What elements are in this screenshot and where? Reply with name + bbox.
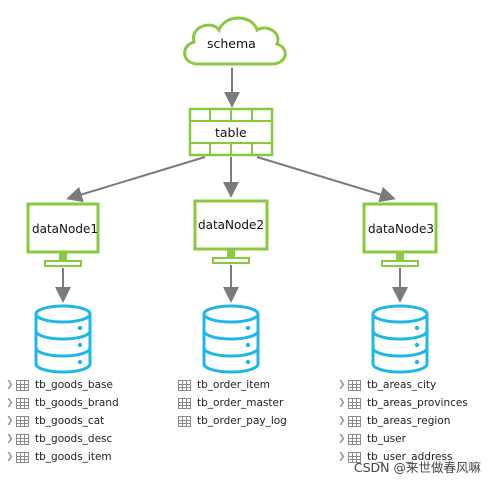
datanode2-label: dataNode2 <box>198 218 264 232</box>
table-icon <box>348 379 361 391</box>
datanode3-database-icon <box>371 304 429 374</box>
list-item[interactable]: ❯ tb_areas_city <box>338 376 468 394</box>
chevron-right-icon[interactable]: ❯ <box>6 380 14 390</box>
datanode3-label: dataNode3 <box>368 222 434 236</box>
table-icon <box>348 397 361 409</box>
table-icon <box>178 379 191 391</box>
list-item[interactable]: ❯ tb_areas_region <box>338 412 468 430</box>
list-item[interactable]: ❯ tb_areas_provinces <box>338 394 468 412</box>
table-icon <box>16 433 29 445</box>
table-name: tb_goods_desc <box>35 433 113 445</box>
datanode2-monitor-icon <box>193 199 269 264</box>
chevron-right-icon[interactable]: ❯ <box>6 398 14 408</box>
table-name: tb_goods_cat <box>35 415 105 427</box>
datanode1-database-icon <box>34 304 92 374</box>
chevron-right-icon[interactable]: ❯ <box>6 416 14 426</box>
datanode3-monitor-icon <box>362 202 438 267</box>
chevron-right-icon[interactable]: ❯ <box>338 380 346 390</box>
arrow-table-to-datanode3 <box>256 156 396 203</box>
datanode1-monitor-icon <box>26 202 100 267</box>
table-icon <box>178 415 191 427</box>
table-icon <box>348 451 361 463</box>
list-item[interactable]: tb_order_item <box>168 376 287 394</box>
table-name: tb_areas_provinces <box>367 397 468 409</box>
table-name: tb_order_pay_log <box>197 415 287 427</box>
datanode1-table-list: ❯ tb_goods_base ❯ tb_goods_brand ❯ tb_goods… <box>6 376 119 466</box>
table-icon <box>16 451 29 463</box>
chevron-right-icon[interactable]: ❯ <box>338 398 346 408</box>
table-icon <box>16 397 29 409</box>
list-item[interactable]: ❯ tb_goods_cat <box>6 412 119 430</box>
list-item[interactable]: ❯ tb_goods_item <box>6 448 119 466</box>
list-item[interactable]: ❯ tb_goods_brand <box>6 394 119 412</box>
table-icon <box>348 415 361 427</box>
chevron-right-icon[interactable]: ❯ <box>338 452 346 462</box>
list-item[interactable]: tb_order_master <box>168 394 287 412</box>
table-icon <box>178 397 191 409</box>
table-name: tb_goods_brand <box>35 397 119 409</box>
list-item[interactable]: ❯ tb_user <box>338 430 468 448</box>
table-name: tb_goods_item <box>35 451 112 463</box>
datanode3-table-list: ❯ tb_areas_city ❯ tb_areas_provinces ❯ tb_a… <box>338 376 468 466</box>
csdn-watermark: CSDN @来世做春风嘛 <box>353 460 481 475</box>
table-name: tb_areas_region <box>367 415 451 427</box>
table-icon <box>16 379 29 391</box>
table-name: tb_order_master <box>197 397 284 409</box>
table-name: tb_user <box>367 433 406 445</box>
arrow-table-to-datanode1 <box>66 156 206 203</box>
table-label: table <box>213 125 249 140</box>
list-item[interactable]: ❯ tb_user_address <box>338 448 468 466</box>
chevron-right-icon[interactable]: ❯ <box>6 452 14 462</box>
datanode2-database-icon <box>202 304 260 374</box>
chevron-right-icon[interactable]: ❯ <box>338 434 346 444</box>
datanode1-label: dataNode1 <box>32 222 98 236</box>
schema-cloud-icon <box>183 16 287 66</box>
table-icon <box>16 415 29 427</box>
table-icon <box>348 433 361 445</box>
chevron-right-icon[interactable]: ❯ <box>6 434 14 444</box>
schema-label: schema <box>207 36 256 51</box>
table-name: tb_goods_base <box>35 379 113 391</box>
list-item[interactable]: tb_order_pay_log <box>168 412 287 430</box>
chevron-right-icon[interactable]: ❯ <box>338 416 346 426</box>
list-item[interactable]: ❯ tb_goods_desc <box>6 430 119 448</box>
table-name: tb_areas_city <box>367 379 437 391</box>
table-name: tb_order_item <box>197 379 271 391</box>
datanode2-table-list: tb_order_item tb_order_master tb_order_p… <box>168 376 287 430</box>
table-name: tb_user_address <box>367 451 453 463</box>
list-item[interactable]: ❯ tb_goods_base <box>6 376 119 394</box>
